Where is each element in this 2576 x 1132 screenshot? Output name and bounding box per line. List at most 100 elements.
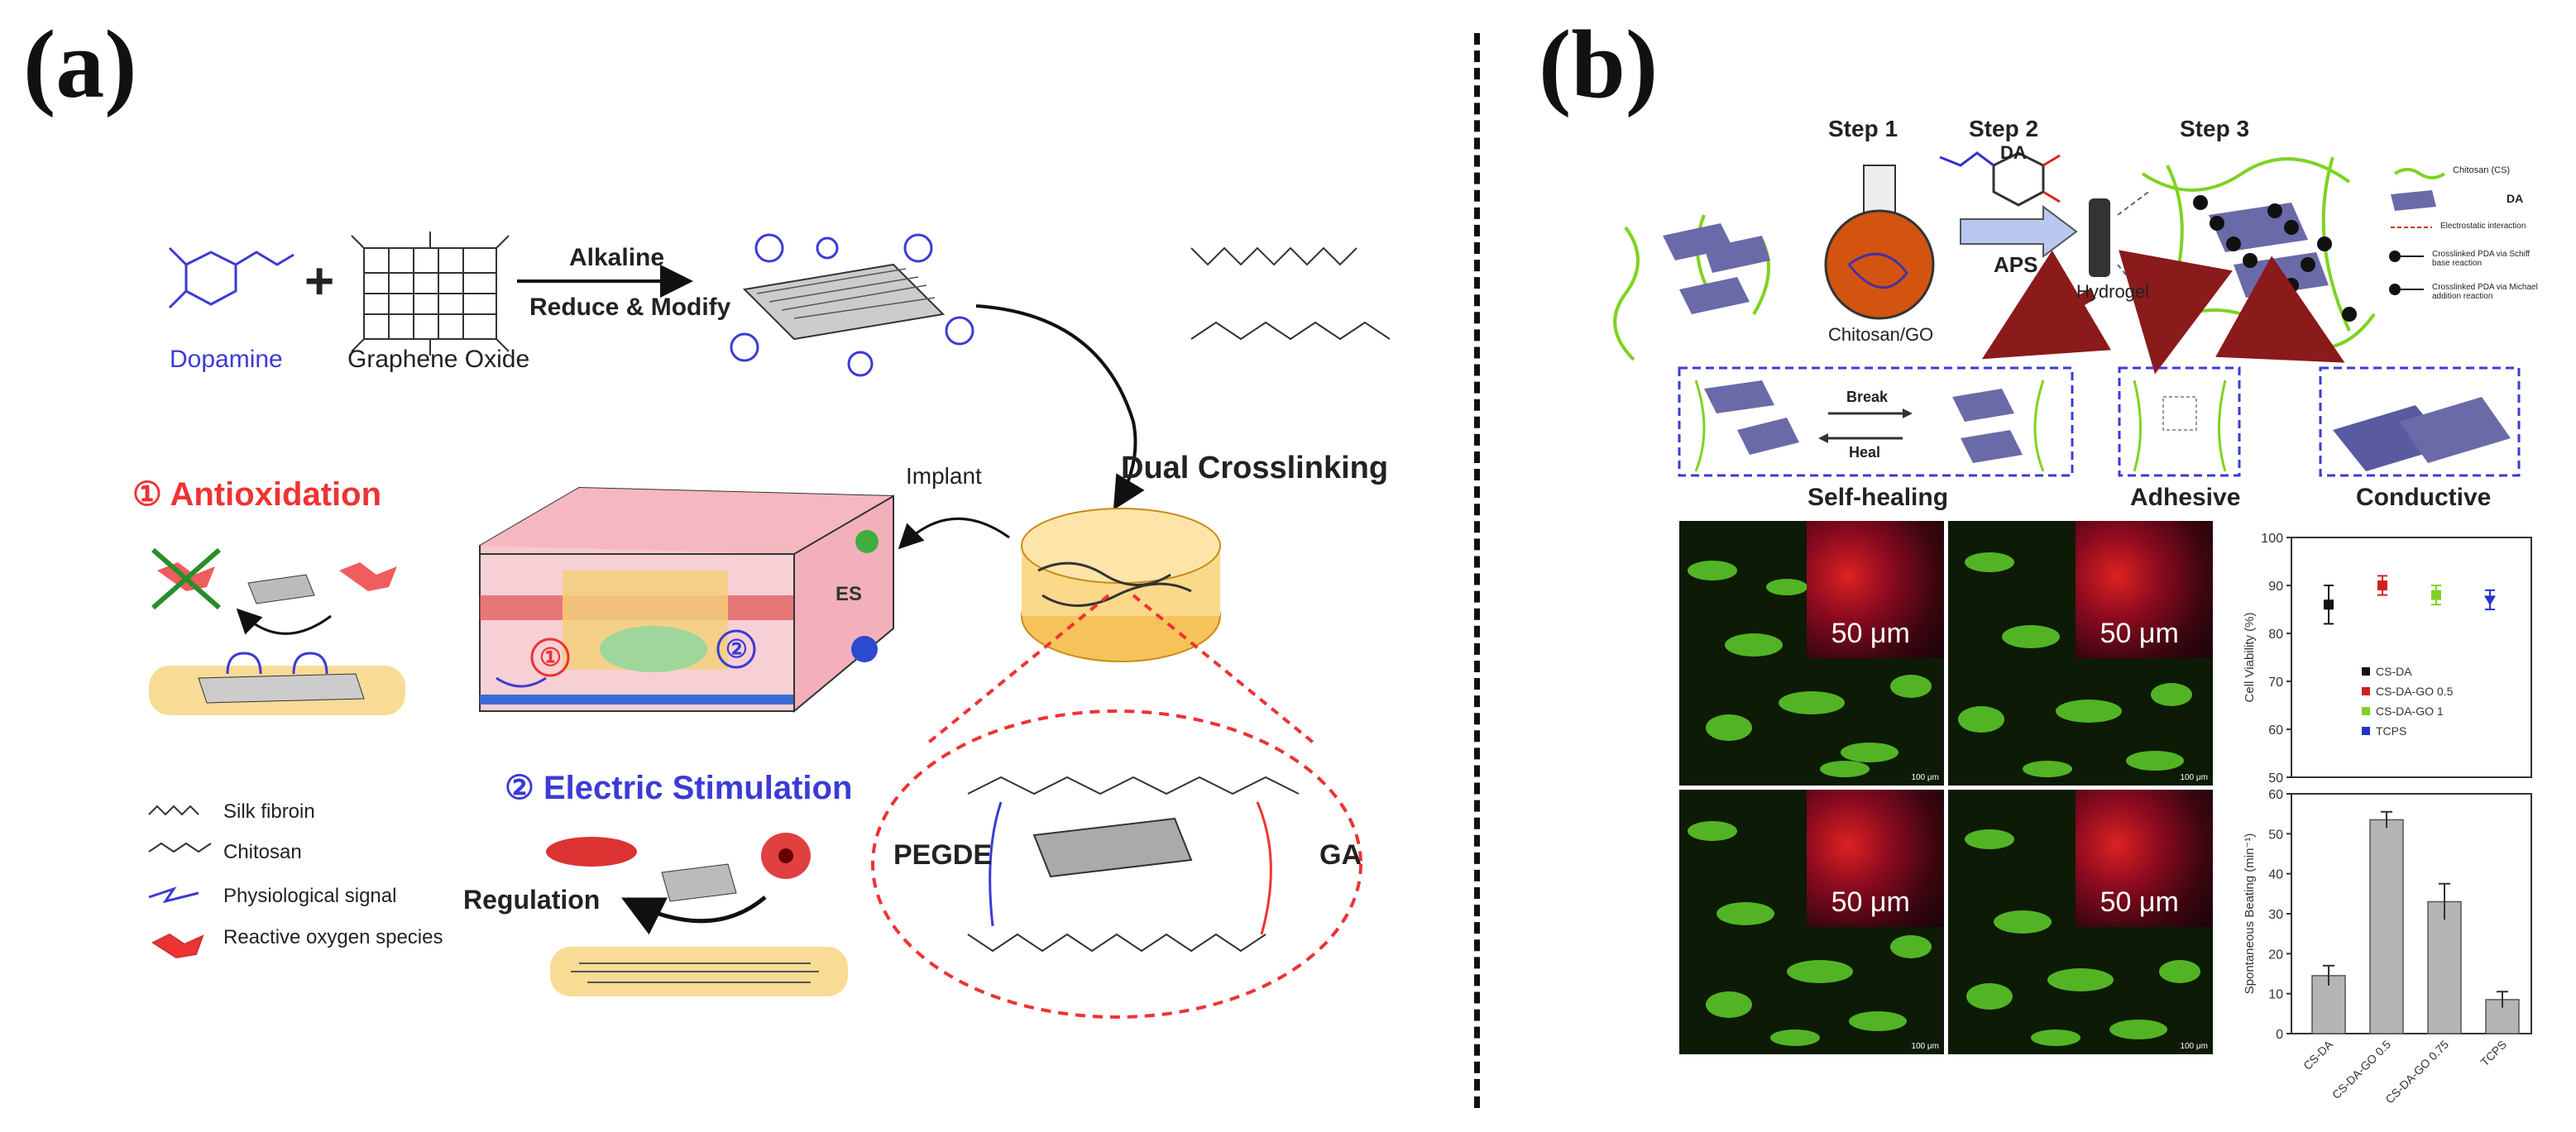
viability-point-1 [2377,580,2387,590]
arrow-conductive [2215,256,2345,363]
step1-label: Step 1 [1828,116,1898,141]
inset-2: 50 μm [2075,521,2213,659]
viability-ytick-label-1: 60 [2268,724,2283,738]
legend-item-chitosan: Chitosan [223,841,302,863]
micrograph-2: 50 μm 100 μm [1948,521,2213,786]
viability-ytick-label-5: 100 [2261,532,2283,546]
aps-arrow [1960,205,2078,258]
beating-category-3: TCPS [2478,1038,2509,1069]
silk-chitosan-structure [1190,246,1391,341]
panel-divider [1474,33,1480,1108]
dopamine-structure [168,246,294,309]
beating-ytick-label-4: 40 [2268,868,2283,882]
legend-item-signal: Physiological signal [223,885,397,907]
arrow-adhesive [2119,250,2233,375]
inset-3: 50 μm [1806,790,1944,928]
viability-legend-swatch-2 [2362,707,2370,715]
key-michael: Crosslinked PDA via Michael addition rea… [2432,283,2538,301]
reaction-flask [1824,165,1935,320]
viability-ytick-label-2: 70 [2268,676,2283,690]
circle-two: ② [725,636,748,663]
graphene-oxide-structure [351,232,510,356]
circle-one: ① [539,644,562,671]
es-label: ES [836,583,863,605]
antioxidation-title: ① Antioxidation [132,476,382,513]
beating-category-2: CS-DA-GO 0.75 [2382,1038,2451,1106]
beating-ytick-label-1: 10 [2268,988,2283,1002]
viability-point-0 [2324,599,2334,610]
da-label: DA [2000,142,2027,163]
cell-texture-3 [1688,821,1932,1046]
legend-item-silk: Silk fibroin [223,800,315,823]
viability-legend-label-2: CS-DA-GO 1 [2376,705,2444,718]
viability-point-3 [2484,595,2496,606]
skin-model [479,486,894,714]
viability-frame [2291,537,2532,778]
step3-label: Step 3 [2180,116,2250,141]
inset-4: 50 μm [2075,790,2213,928]
key-schiff: Crosslinked PDA via Schiff base reaction [2432,250,2531,268]
scale-bar-1: 50 μm [1831,618,1910,650]
beating-ylabel: Spontaneous Beating (min⁻¹) [2243,833,2257,995]
self-healing-label: Self-healing [1808,484,1949,511]
scale-bar-4: 50 μm [2100,886,2179,919]
small-scale-2: 100 μm [2180,773,2208,782]
heal-label: Heal [1849,444,1881,461]
step2-label: Step 2 [1969,116,2039,141]
electric-stimulation-illustration [546,833,848,996]
conductive-box [2319,366,2521,477]
viability-legend-label-3: TCPS [2376,724,2406,738]
crosslink-arrow [975,304,1145,510]
legend-item-ros: Reactive oxygen species [223,926,443,948]
pegde-label: PEGDE [893,839,993,871]
key-icons [2389,168,2446,295]
beating-category-1: CS-DA-GO 0.5 [2329,1038,2393,1101]
cell-texture-2 [1958,552,2192,777]
viability-legend-label-1: CS-DA-GO 0.5 [2376,685,2454,698]
panel-a-graphics [148,232,1391,1019]
adhesive-label: Adhesive [2130,484,2241,511]
dopamine-label: Dopamine [170,346,283,373]
micrograph-3: 50 μm 100 μm [1679,790,1944,1054]
arrow-self-healing [1981,250,2112,360]
panel-a-letter: (a) [23,10,137,118]
arrow-top-label: Alkaline [569,244,665,271]
beating-bar-1 [2369,819,2404,1034]
break-label: Break [1846,389,1889,405]
beating-ytick-label-2: 20 [2268,948,2283,962]
hydrogel-disk [1021,508,1221,662]
chitosan-go-network [1613,214,1770,361]
viability-ytick-label-4: 90 [2268,580,2283,594]
self-healing-box [1678,366,2074,477]
beating-ytick-label-5: 50 [2268,828,2283,842]
panel-b-letter: (b) [1539,10,1659,118]
viability-ylabel: Cell Viability (%) [2243,613,2257,703]
conductive-label: Conductive [2356,484,2492,511]
cell-texture-4 [1965,829,2200,1046]
small-scale-3: 100 μm [1911,1042,1939,1051]
cell-texture-1 [1688,561,1932,777]
small-scale-4: 100 μm [2180,1042,2208,1051]
da-structure [1939,151,2061,207]
dual-crosslinking-label: Dual Crosslinking [1121,451,1389,485]
pda-rgo-sheet [730,233,974,377]
beating-ytick-label-0: 0 [2276,1028,2283,1042]
implant-arrow [898,517,1010,550]
implant-label: Implant [906,463,982,489]
beating-ytick-label-6: 60 [2268,788,2283,802]
viability-ytick-label-3: 80 [2268,628,2283,642]
electric-stimulation-title: ② Electric Stimulation [505,770,853,806]
viability-point-2 [2431,590,2441,600]
regulation-label: Regulation [463,885,601,915]
arrow-bottom-label: Reduce & Modify [529,294,731,321]
viability-ytick-label-0: 50 [2268,771,2283,786]
small-scale-1: 100 μm [1911,773,1939,782]
adhesive-box [2118,366,2241,477]
key-chitosan: Chitosan (CS) [2453,165,2511,175]
scale-bar-2: 50 μm [2100,618,2179,650]
viability-legend-swatch-3 [2362,727,2370,735]
viability-legend-swatch-1 [2362,687,2370,695]
legend-icons [148,805,212,959]
